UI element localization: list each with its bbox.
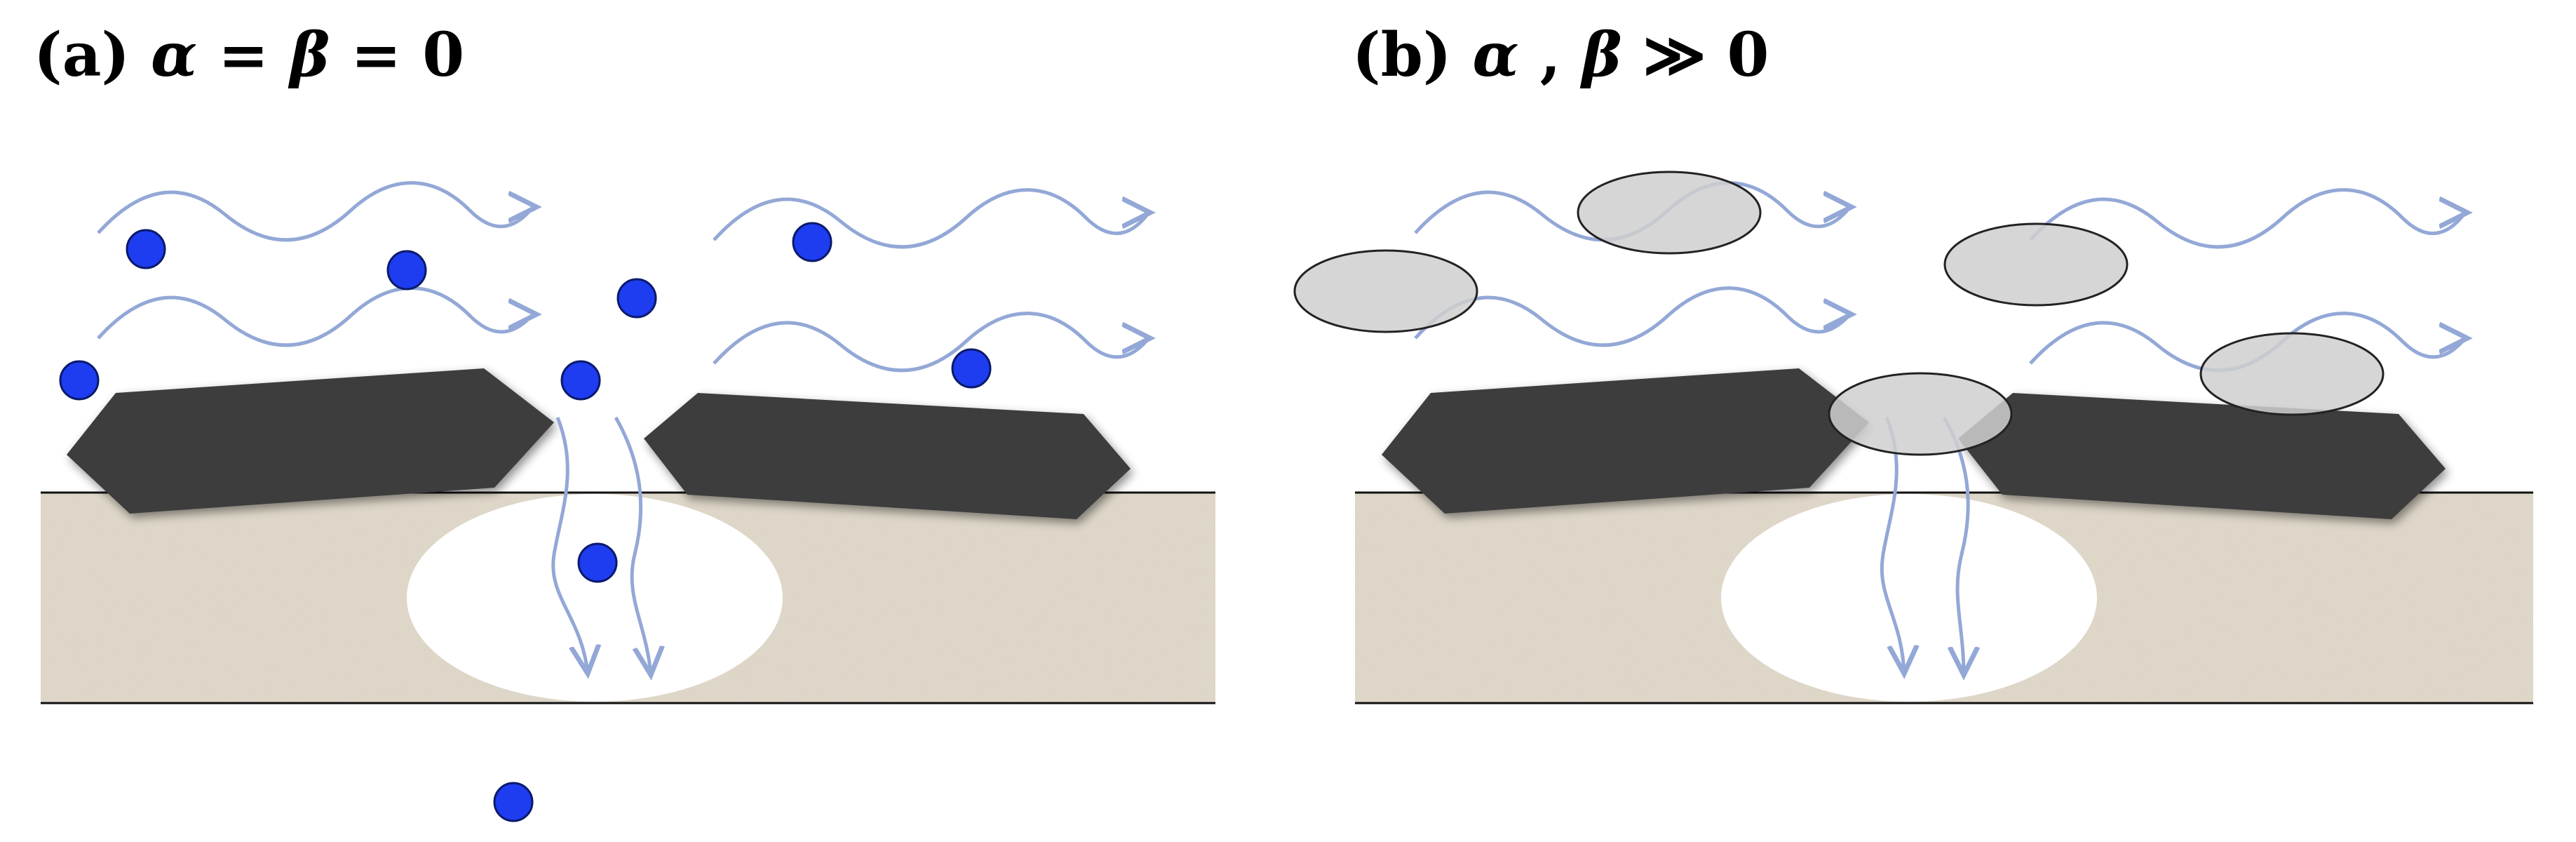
panel-a-flow-arrows xyxy=(97,181,1150,675)
blob xyxy=(1577,171,1762,255)
panel-a: (a) α = β = 0 xyxy=(34,20,1215,822)
panel-b: (b) α , β ≫ 0 xyxy=(1293,20,2533,704)
flow-arrow xyxy=(2029,188,2467,249)
particle xyxy=(59,360,100,401)
panel-b-label: (b) α , β ≫ 0 xyxy=(1352,20,1769,91)
particle xyxy=(616,278,657,319)
flow-arrow-down xyxy=(1942,416,1968,675)
panel-a-pore xyxy=(407,494,783,702)
blob xyxy=(2199,332,2385,416)
flow-arrow-down xyxy=(1880,417,1904,674)
flow-arrow-down xyxy=(551,417,588,674)
particle xyxy=(560,360,601,401)
blob xyxy=(1293,249,1478,333)
panel-a-particles xyxy=(59,222,992,822)
flow-arrow xyxy=(1414,286,1852,347)
flow-arrow xyxy=(97,286,537,347)
panel-b-pore xyxy=(1721,494,2097,702)
particle xyxy=(951,348,992,389)
flow-arrow-down xyxy=(614,416,651,675)
flow-arrow xyxy=(97,181,537,242)
flow-arrow xyxy=(713,188,1150,249)
particle xyxy=(493,782,534,822)
panel-b-flake-right xyxy=(1958,393,2446,519)
panel-b-flake-left xyxy=(1382,368,1869,514)
blob xyxy=(1943,222,2129,307)
particle xyxy=(577,542,618,583)
panel-a-flake-left xyxy=(67,368,554,514)
panel-a-flake-right xyxy=(644,393,1131,519)
blob xyxy=(1828,372,2013,456)
particle xyxy=(792,222,832,262)
particle xyxy=(126,229,166,269)
flow-arrow xyxy=(713,312,1150,373)
panel-a-label: (a) α = β = 0 xyxy=(34,20,464,91)
particle xyxy=(386,250,427,290)
panel-b-blobs xyxy=(1293,171,2385,456)
